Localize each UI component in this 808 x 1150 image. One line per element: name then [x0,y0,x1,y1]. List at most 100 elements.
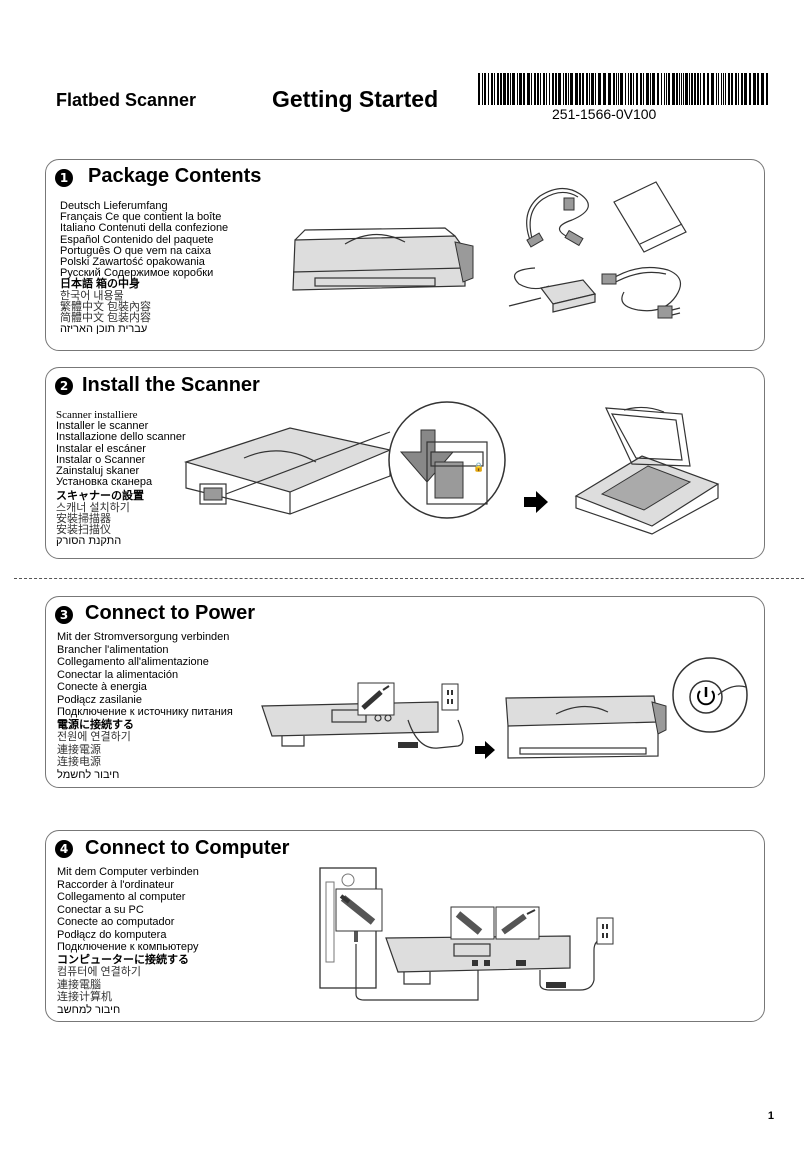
barcode-bar [552,73,554,105]
barcode-bar [716,73,717,105]
barcode-bar [497,73,499,105]
language-item: 日本語 箱の中身 [60,278,141,291]
power-cord-illustration [601,267,682,319]
barcode-bar [555,73,557,105]
language-item: Podłącz zasilanie [57,693,142,706]
language-item: スキャナーの設置 [56,490,144,503]
barcode-bar [703,73,705,105]
language-list: Scanner installiere Installer le scanner… [56,409,186,548]
barcode-bar [517,73,518,105]
barcode-bar [700,73,701,105]
barcode-bar [744,73,747,105]
language-item: 한국어 내용물 [60,289,124,302]
language-item: 電源に接続する [57,718,134,731]
barcode-bar [510,73,511,105]
barcode-bar [540,73,541,105]
barcode-bar [582,73,584,105]
barcode-bar [519,73,522,105]
barcode-bar [613,73,615,105]
barcode-bar [595,73,596,105]
manual-illustration [613,181,687,253]
arrow-right-icon [524,491,548,513]
barcode-bar [757,73,759,105]
part-number: 251-1566-0V100 [552,106,657,122]
wall-outlet-icon [596,917,614,945]
language-item: Brancher l'alimentation [57,643,169,656]
language-item: Установка сканера [56,476,153,489]
barcode-bar [625,73,626,105]
barcode-bar [738,73,739,105]
language-item: Português O que vem na caixa [60,244,212,257]
barcode-bar [484,73,486,105]
language-item: התקנת הסורק [56,535,122,548]
product-name: Flatbed Scanner [56,90,197,110]
language-item: Zainstaluj skaner [56,464,140,477]
language-item: Conectar a su PC [57,903,144,916]
language-item: Подключение к источнику питания [57,706,233,718]
language-item: 安裝掃描器 [56,512,111,525]
barcode-bar [707,73,709,105]
document-title: Getting Started [272,86,439,112]
cut-line-divider [14,578,804,579]
barcode-bar [683,73,684,105]
barcode-bar [500,73,502,105]
power-plug-callout [357,682,395,716]
barcode-bar [628,73,629,105]
barcode-bar [598,73,601,105]
language-item: Deutsch Lieferumfang [60,200,168,212]
barcode-bar [589,73,590,105]
language-item: Mit der Stromversorgung verbinden [57,631,230,643]
language-item: 連接電腦 [57,978,101,991]
barcode-bar [735,73,737,105]
barcode-bar [534,73,536,105]
barcode-bar [579,73,581,105]
language-item: Raccorder à l'ordinateur [57,878,175,891]
barcode-bar [630,73,632,105]
barcode-bar [697,73,699,105]
barcode-bar [694,73,696,105]
barcode-bar [620,73,623,105]
barcode-bar [679,73,680,105]
language-item: Scanner installiere [56,409,138,421]
barcode-bar [661,73,662,105]
language-item: 컴퓨터에 연결하기 [57,966,142,978]
language-item: 连接电源 [57,756,101,768]
barcode-bar [503,73,506,105]
language-item: Русский Содержимое коробки [60,267,214,280]
barcode-bar [563,73,564,105]
language-list: Deutsch Lieferumfang Français Ce que con… [60,200,228,336]
language-item: 安装扫描仪 [56,523,111,536]
language-item: Подключение к компьютеру [57,941,199,953]
barcode-bar [491,73,493,105]
page-number: 1 [767,1110,774,1122]
barcode-bar [753,73,756,105]
barcode-bar [672,73,675,105]
usb-cable-illustration [526,187,589,248]
barcode-bar [482,73,483,105]
step-number-badge: 3 [55,606,73,624]
step-number-badge: 2 [55,377,73,395]
barcode-bar [575,73,578,105]
language-item: Conecte ao computador [57,916,175,928]
language-item: Español Contenido del paquete [60,233,214,246]
barcode-bar [681,73,682,105]
step-number-badge: 4 [55,840,73,858]
power-button-callout [672,657,748,733]
language-item: コンピューターに接続する [57,953,189,966]
step-number-badge: 1 [55,169,73,187]
barcode-bar [488,73,489,105]
barcode-bar [478,73,480,105]
language-list: Mit der Stromversorgung verbinden Branch… [57,631,233,781]
barcode-bar [689,73,690,105]
language-item: עברית תוכן האריזה [60,323,148,336]
scanner-back-usb-illustration [385,935,571,985]
power-connector-callout [495,906,540,940]
barcode-bar [531,73,532,105]
usb-connector-callout [450,906,495,940]
language-item: Conectar la alimentación [57,668,179,681]
barcode-bar [676,73,678,105]
barcode-bar [494,73,495,105]
language-item: Français Ce que contient la boîte [60,211,222,224]
section-title: Connect to Computer [85,837,290,859]
barcode-bar [664,73,665,105]
